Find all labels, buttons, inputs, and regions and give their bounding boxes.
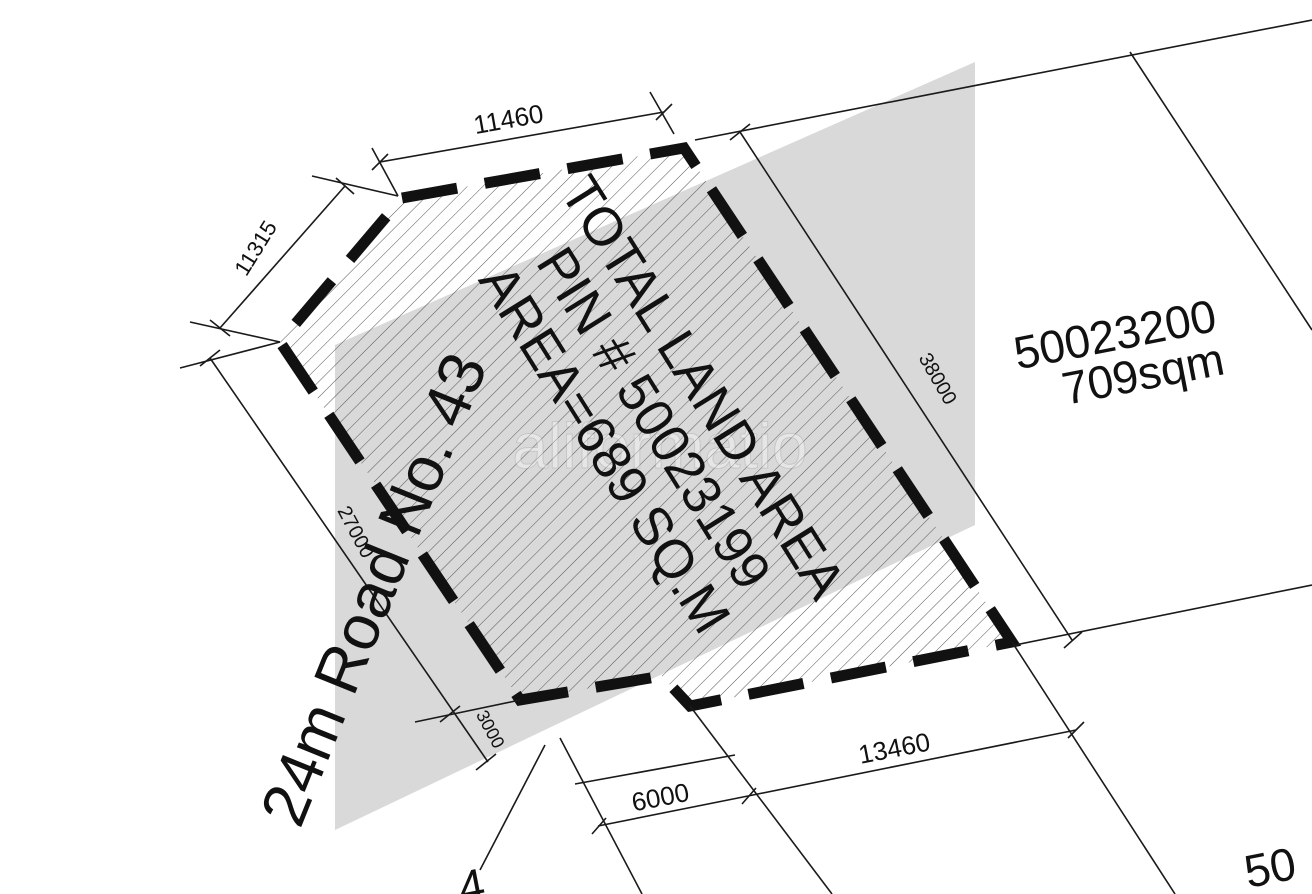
neighbor-parcel-lines <box>479 19 1312 894</box>
neighbor-label: 50023200 709sqm <box>1010 289 1229 415</box>
watermark: aliformatio <box>512 410 807 482</box>
plot-boundary <box>273 141 1022 712</box>
dim-top-label: 11460 <box>471 98 546 140</box>
dim-bottom-label: 13460 <box>856 727 933 770</box>
dim-bottom-setback-label: 6000 <box>629 777 692 817</box>
dimension-top-chamfer <box>189 175 399 343</box>
dimension-small-extension <box>414 699 521 723</box>
neighbor-partial-label: 50 <box>1240 837 1300 894</box>
dim-top-chamfer-label: 11315 <box>229 216 282 280</box>
dimension-bottom <box>747 721 1085 797</box>
plot-hatch-fill <box>280 148 1012 706</box>
dimension-top <box>371 91 675 197</box>
dimension-right <box>729 123 1083 649</box>
